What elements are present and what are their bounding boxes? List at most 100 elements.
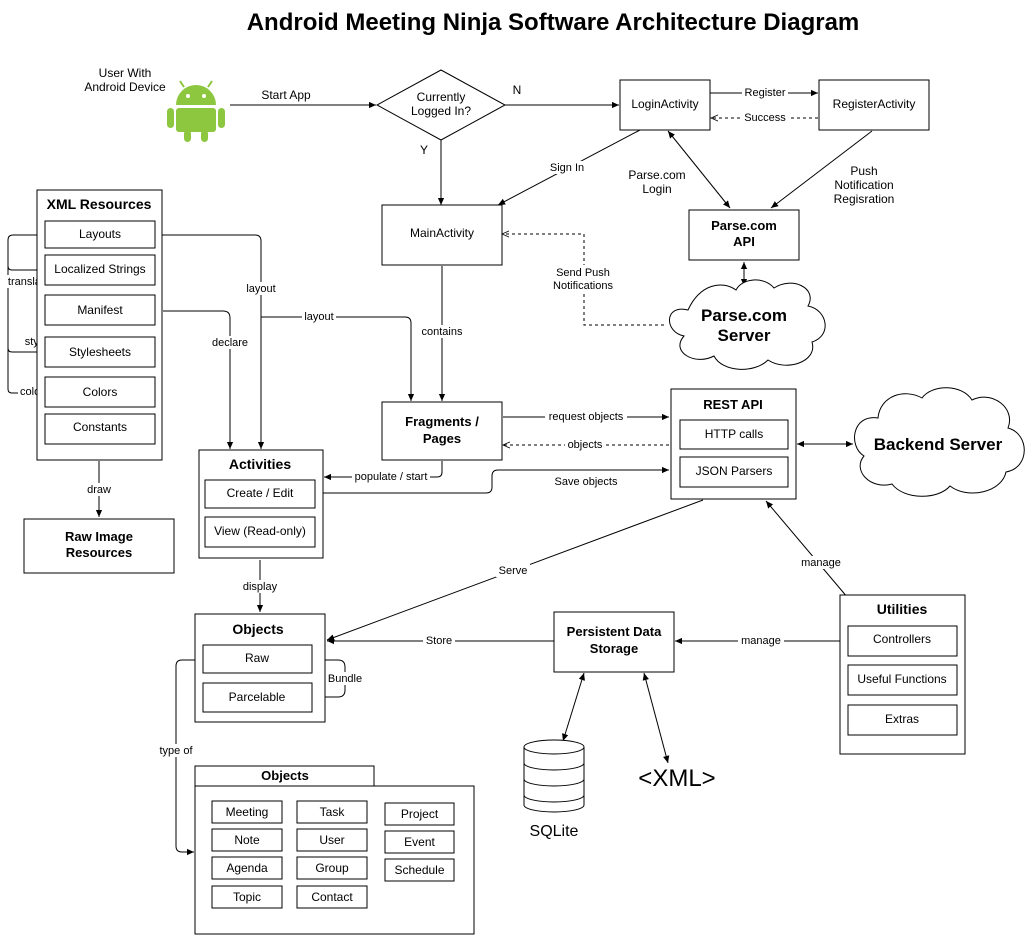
object-type-box: [296, 800, 368, 824]
edge-send-push: [502, 234, 664, 326]
parse-api-label-2: API: [733, 234, 755, 249]
label-layout-1: layout: [246, 283, 275, 295]
label-save-objects: Save objects: [555, 476, 618, 488]
edge-layout-activities: [156, 234, 265, 449]
edge-manage-rest: [765, 500, 849, 599]
edge-storage-sqlite: [562, 672, 585, 742]
rest-item-box-json: [679, 456, 789, 488]
activities-item-view: View (Read-only): [214, 524, 306, 538]
edge-save-objects: [323, 466, 669, 494]
utilities-title: Utilities: [877, 601, 928, 617]
label-contains: contains: [422, 326, 463, 338]
object-type-label: Topic: [233, 890, 261, 904]
objects-title: Objects: [232, 621, 284, 637]
rest-item-json-parsers: JSON Parsers: [696, 464, 773, 478]
rest-api-node: REST API HTTP calls JSON Parsers: [670, 388, 797, 500]
register-activity-node: RegisterActivity: [818, 79, 930, 131]
label-display: display: [243, 581, 278, 593]
object-type-item: Meeting: [211, 800, 283, 824]
utilities-item-box-functions: [847, 664, 958, 696]
object-type-box: [296, 828, 368, 852]
object-type-item: User: [296, 828, 368, 852]
label-yes: Y: [420, 143, 428, 157]
user-label-1: User With: [99, 66, 152, 80]
utilities-item-extras: Extras: [885, 712, 919, 726]
activities-item-box-create: [204, 479, 316, 509]
utilities-item-box-controllers: [847, 625, 958, 657]
label-sign-in: Sign In: [550, 162, 584, 174]
label-push-1: Push: [850, 164, 877, 178]
sqlite-database-icon: [523, 739, 585, 813]
xml-item-box-manifest: [44, 294, 156, 326]
object-type-box: [384, 858, 455, 882]
register-activity-label: RegisterActivity: [833, 97, 916, 111]
object-type-box: [384, 830, 455, 854]
main-activity-node: MainActivity: [381, 204, 503, 266]
objects-item-raw: Raw: [245, 651, 269, 665]
object-type-item: Contact: [296, 885, 368, 909]
persistent-storage-label-2: Storage: [590, 641, 638, 656]
sqlite-label: SQLite: [530, 823, 579, 840]
object-type-box: [211, 885, 283, 909]
parse-server-cloud: Parse.com Server: [669, 279, 826, 370]
object-type-item: Task: [296, 800, 368, 824]
parse-server-label-2: Server: [718, 326, 771, 345]
object-type-label: Project: [401, 807, 439, 821]
object-type-label: User: [319, 833, 344, 847]
edge-push-registration: [770, 130, 873, 209]
edge-populate-start: [324, 461, 443, 481]
label-manage-storage: manage: [741, 635, 781, 647]
label-layout-2: layout: [304, 311, 333, 323]
label-push-2: Notification: [834, 178, 893, 192]
edges: [7, 89, 873, 856]
label-start-app: Start App: [261, 88, 311, 102]
object-type-label: Task: [320, 805, 346, 819]
label-draw: draw: [87, 484, 111, 496]
object-type-box: [211, 856, 283, 880]
label-populate-start: populate / start: [355, 471, 428, 483]
object-type-label: Group: [315, 861, 349, 875]
object-type-box: [384, 802, 455, 826]
xml-item-stylesheets: Stylesheets: [69, 345, 131, 359]
label-store: Store: [426, 635, 452, 647]
xml-store-label: <XML>: [638, 765, 715, 792]
xml-item-colors: Colors: [83, 385, 118, 399]
rest-api-title: REST API: [703, 397, 762, 412]
utilities-item-box-extras: [847, 704, 958, 736]
activities-item-create-edit: Create / Edit: [227, 486, 294, 500]
backend-server-label: Backend Server: [874, 435, 1003, 454]
object-types-title: Objects: [261, 768, 309, 783]
object-type-item: Topic: [211, 885, 283, 909]
rest-item-http-calls: HTTP calls: [705, 427, 763, 441]
fragments-label-1: Fragments /: [405, 414, 479, 429]
xml-item-box-constants: [44, 413, 156, 445]
activities-node: Activities Create / Edit View (Read-only…: [198, 449, 324, 559]
decision-label-2: Logged In?: [411, 104, 471, 118]
decision-label-1: Currently: [417, 90, 466, 104]
xml-item-constants: Constants: [73, 420, 127, 434]
object-type-item: Event: [384, 830, 455, 854]
rest-item-box-http: [679, 419, 789, 450]
label-register: Register: [745, 87, 786, 99]
xml-item-box-stylesheets: [44, 336, 156, 368]
raw-image-resources-node: Raw Image Resources: [23, 518, 175, 574]
objects-item-box-parcelable: [202, 682, 313, 713]
label-objects-return: objects: [568, 439, 603, 451]
xml-item-box-localized-strings: [44, 254, 156, 286]
object-type-box: [296, 856, 368, 880]
xml-resources-node: XML Resources Layouts Localized Strings …: [36, 189, 163, 461]
xml-item-box-layouts: [44, 220, 156, 249]
label-request-objects: request objects: [549, 411, 624, 423]
edge-colorize: [7, 348, 45, 394]
object-type-item: Group: [296, 856, 368, 880]
label-send-push-1: Send Push: [556, 267, 610, 279]
object-type-item: Note: [211, 828, 283, 852]
utilities-item-controllers: Controllers: [873, 632, 931, 646]
activities-title: Activities: [229, 456, 291, 472]
label-no: N: [513, 83, 522, 97]
object-type-label: Event: [404, 835, 435, 849]
persistent-storage-label-1: Persistent Data: [567, 624, 662, 639]
object-type-item: Project: [384, 802, 455, 826]
xml-item-manifest: Manifest: [77, 303, 123, 317]
